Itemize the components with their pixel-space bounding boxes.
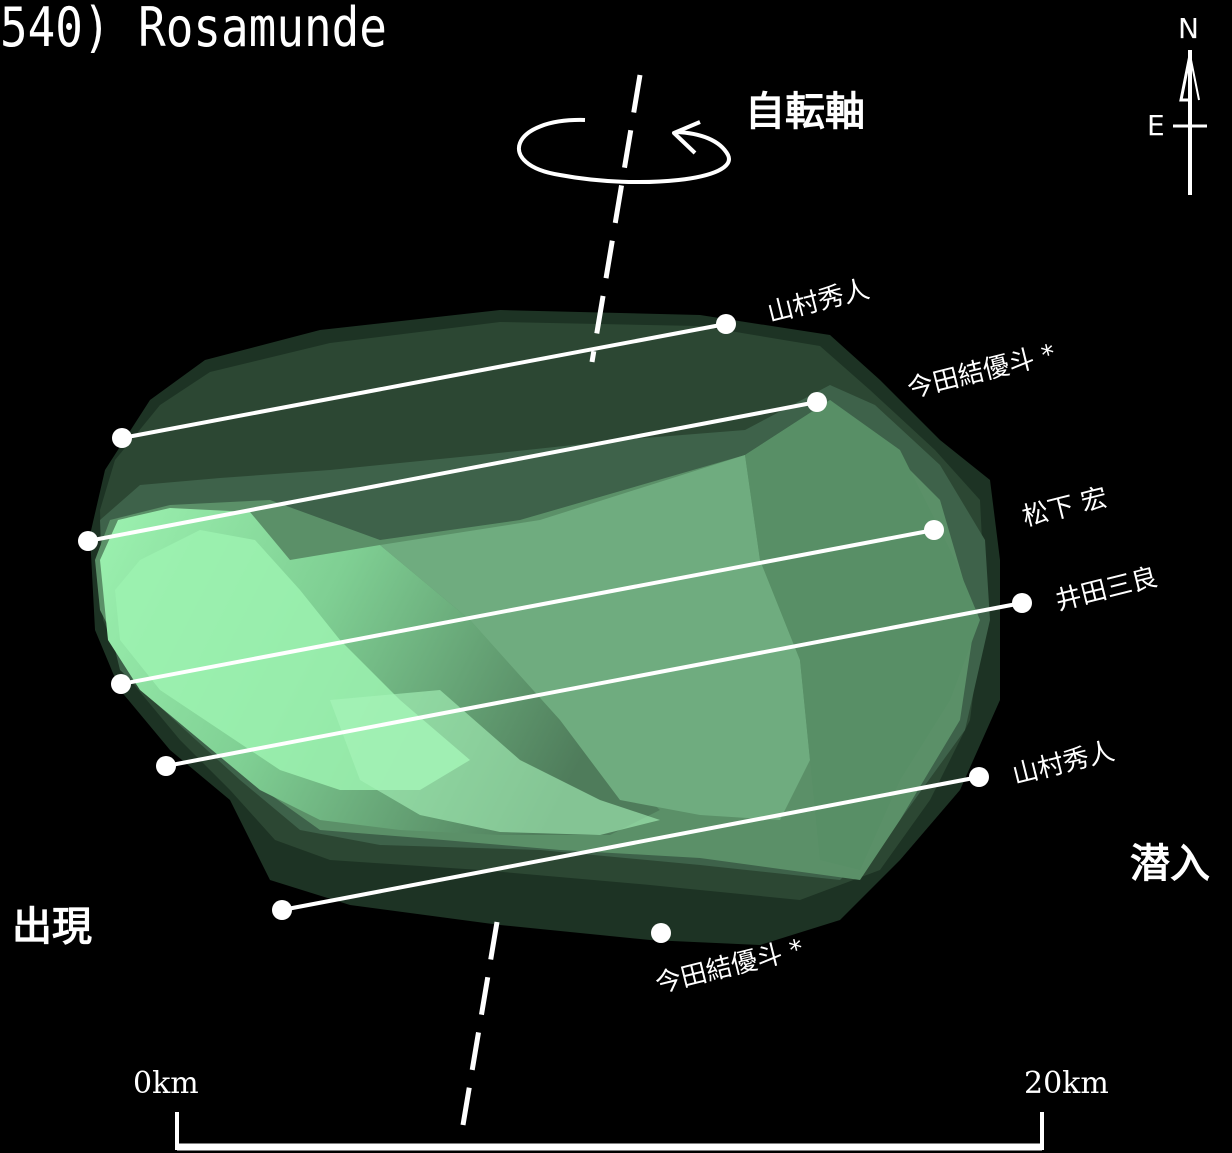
- compass-icon: [1173, 50, 1207, 195]
- chord-3-end-dot: [924, 520, 944, 540]
- asteroid-shape-model: [90, 310, 1000, 945]
- chord-2-observer-label: 今田結優斗 *: [904, 339, 1058, 405]
- compass-east-label: E: [1147, 109, 1165, 142]
- chord-1-observer-label: 山村秀人: [764, 275, 872, 329]
- chord-4-end-dot: [1012, 593, 1032, 613]
- chord-1-start-dot: [112, 428, 132, 448]
- point-observation-dot: [651, 923, 671, 943]
- scale-bar: [175, 1112, 1044, 1151]
- rotation-direction-arrow: [516, 117, 731, 185]
- chord-1-end-dot: [716, 314, 736, 334]
- point-observation-label: 今田結優斗 *: [652, 934, 806, 1000]
- chord-5-start-dot: [272, 900, 292, 920]
- chord-5-observer-label: 山村秀人: [1009, 737, 1117, 791]
- chord-5-end-dot: [969, 767, 989, 787]
- disappear-label: 潜入: [1130, 841, 1210, 887]
- chord-4-observer-label: 井田三良: [1052, 563, 1160, 617]
- chord-2-start-dot: [78, 531, 98, 551]
- rotation-axis-label: 自転軸: [745, 89, 865, 135]
- chord-4-start-dot: [156, 756, 176, 776]
- page-title: 540) Rosamunde: [0, 0, 387, 59]
- reappear-label: 出現: [12, 904, 92, 950]
- rotation-axis: [460, 74, 643, 1126]
- compass-north-label: N: [1178, 12, 1199, 45]
- scale-end-label: 20km: [1024, 1066, 1109, 1101]
- chord-2-end-dot: [807, 392, 827, 412]
- chord-3-observer-label: 松下 宏: [1019, 483, 1110, 533]
- chord-3-start-dot: [111, 674, 131, 694]
- scale-start-label: 0km: [133, 1066, 199, 1101]
